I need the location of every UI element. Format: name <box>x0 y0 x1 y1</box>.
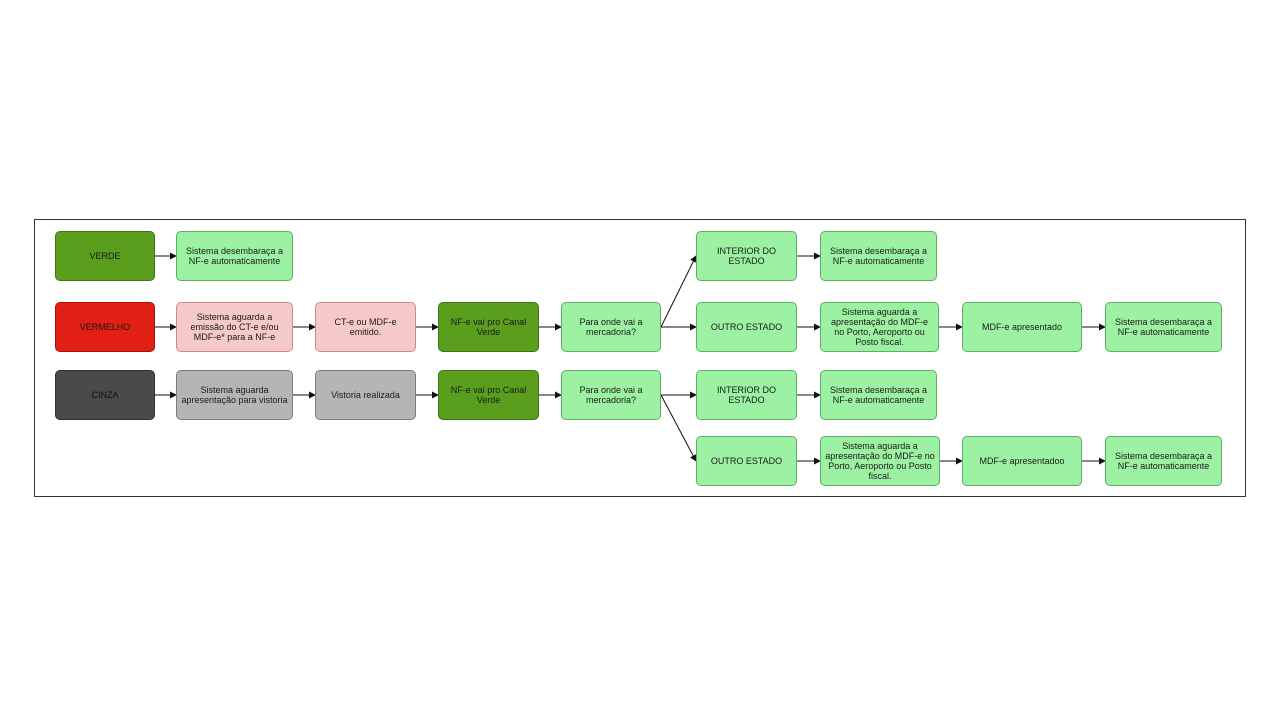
node-vermelho-mdfe-label: MDF-e apresentado <box>981 322 1063 332</box>
node-cinza-interior-label: INTERIOR DO ESTADO <box>716 385 776 405</box>
node-cinza-wait-label: Sistema aguarda apresentação para vistor… <box>181 385 288 405</box>
node-vermelho-outro[interactable]: OUTRO ESTADO <box>696 302 797 352</box>
node-vermelho[interactable]: VERMELHO <box>55 302 155 352</box>
node-vermelho-canal[interactable]: NF-e vai pro Canal Verde <box>438 302 539 352</box>
node-cinza-interior-result-label: Sistema desembaraça a NF-e automaticamen… <box>829 385 928 405</box>
node-vermelho-outro-label: OUTRO ESTADO <box>710 322 783 332</box>
node-verde-result-label: Sistema desembaraça a NF-e automaticamen… <box>185 246 284 266</box>
node-vermelho-question-label: Para onde vai a mercadoria? <box>579 317 643 337</box>
node-vermelho-wait[interactable]: Sistema aguarda a emissão do CT-e e/ou M… <box>176 302 293 352</box>
node-cinza-wait[interactable]: Sistema aguarda apresentação para vistor… <box>176 370 293 420</box>
node-vermelho-interior[interactable]: INTERIOR DO ESTADO <box>696 231 797 281</box>
node-cinza-outro-wait-label: Sistema aguarda a apresentação do MDF-e … <box>825 441 935 481</box>
node-cinza-label: CINZA <box>91 390 119 400</box>
node-vermelho-emitted[interactable]: CT-e ou MDF-e emitido. <box>315 302 416 352</box>
node-cinza-vistoria-label: Vistoria realizada <box>331 390 400 400</box>
node-vermelho-outro-result-label: Sistema desembaraça a NF-e automaticamen… <box>1114 317 1213 337</box>
node-cinza-canal[interactable]: NF-e vai pro Canal Verde <box>438 370 539 420</box>
node-verde-result[interactable]: Sistema desembaraça a NF-e automaticamen… <box>176 231 293 281</box>
node-vermelho-outro-result[interactable]: Sistema desembaraça a NF-e automaticamen… <box>1105 302 1222 352</box>
node-vermelho-interior-result-label: Sistema desembaraça a NF-e automaticamen… <box>829 246 928 266</box>
node-vermelho-outro-wait[interactable]: Sistema aguarda a apresentação do MDF-e … <box>820 302 939 352</box>
node-cinza-question-label: Para onde vai a mercadoria? <box>579 385 643 405</box>
node-vermelho-question[interactable]: Para onde vai a mercadoria? <box>561 302 661 352</box>
node-vermelho-mdfe[interactable]: MDF-e apresentado <box>962 302 1082 352</box>
node-cinza-interior[interactable]: INTERIOR DO ESTADO <box>696 370 797 420</box>
node-verde-label: VERDE <box>89 251 121 261</box>
node-cinza-interior-result[interactable]: Sistema desembaraça a NF-e automaticamen… <box>820 370 937 420</box>
node-cinza-question[interactable]: Para onde vai a mercadoria? <box>561 370 661 420</box>
node-verde[interactable]: VERDE <box>55 231 155 281</box>
node-cinza-mdfe[interactable]: MDF-e apresentadoo <box>962 436 1082 486</box>
node-cinza-vistoria[interactable]: Vistoria realizada <box>315 370 416 420</box>
node-cinza-outro-result[interactable]: Sistema desembaraça a NF-e automaticamen… <box>1105 436 1222 486</box>
node-cinza-outro-result-label: Sistema desembaraça a NF-e automaticamen… <box>1114 451 1213 471</box>
node-vermelho-label: VERMELHO <box>79 322 131 332</box>
node-vermelho-emitted-label: CT-e ou MDF-e emitido. <box>334 317 397 337</box>
node-cinza[interactable]: CINZA <box>55 370 155 420</box>
node-vermelho-wait-label: Sistema aguarda a emissão do CT-e e/ou M… <box>190 312 279 342</box>
node-cinza-outro-label: OUTRO ESTADO <box>710 456 783 466</box>
node-cinza-canal-label: NF-e vai pro Canal Verde <box>450 385 527 405</box>
node-cinza-mdfe-label: MDF-e apresentadoo <box>979 456 1065 466</box>
node-cinza-outro-wait[interactable]: Sistema aguarda a apresentação do MDF-e … <box>820 436 940 486</box>
node-vermelho-interior-result[interactable]: Sistema desembaraça a NF-e automaticamen… <box>820 231 937 281</box>
node-vermelho-canal-label: NF-e vai pro Canal Verde <box>450 317 527 337</box>
node-vermelho-outro-wait-label: Sistema aguarda a apresentação do MDF-e … <box>830 307 929 347</box>
node-vermelho-interior-label: INTERIOR DO ESTADO <box>716 246 776 266</box>
node-cinza-outro[interactable]: OUTRO ESTADO <box>696 436 797 486</box>
